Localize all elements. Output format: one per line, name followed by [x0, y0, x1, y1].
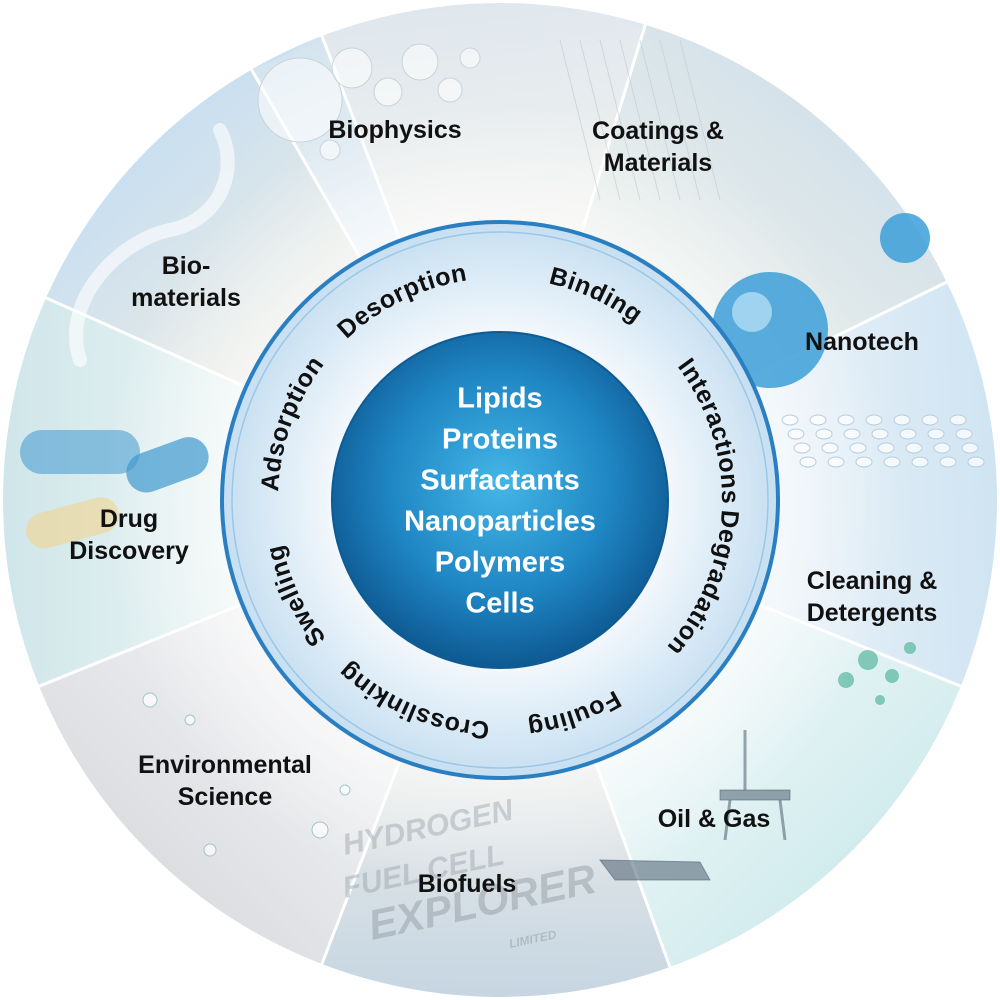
core-item-cells: Cells: [465, 588, 534, 620]
capsule-shape: [126, 437, 209, 493]
core-labels: LipidsProteinsSurfactantsNanoparticlesPo…: [404, 383, 596, 620]
ship-hull: [598, 859, 711, 881]
bubble-shape: [459, 47, 481, 69]
nanopillar-shape: [799, 456, 817, 468]
nanopillar-shape: [809, 414, 827, 426]
nanopillar-shape: [837, 414, 855, 426]
implant-tube-shape: [69, 123, 235, 367]
label-line: materials: [131, 284, 241, 312]
bubble-shape: [437, 77, 463, 103]
foam-dot-shape: [875, 695, 885, 705]
nanopillar-shape: [855, 456, 873, 468]
application-labels: Biophysics Coatings & MaterialsNanotechCle…: [69, 116, 937, 898]
nanopillar-shape: [793, 442, 811, 454]
nanopillar-shape: [961, 442, 979, 454]
rig-leg: [778, 799, 787, 841]
water-droplet-shape: [142, 692, 158, 708]
label-line: Biofuels: [418, 870, 517, 898]
label-line: Environmental: [138, 751, 312, 779]
core-item-lipids: Lipids: [457, 383, 542, 415]
water-droplet-shape: [203, 843, 217, 857]
bubble-shape: [331, 47, 373, 89]
mesh-line: [659, 39, 701, 201]
nanopillar-shape: [967, 456, 985, 468]
mesh-line: [619, 39, 661, 201]
core-item-proteins: Proteins: [442, 424, 558, 456]
foam-dot-shape: [904, 642, 916, 654]
label-oil-gas: Oil & Gas: [658, 805, 771, 833]
label-coatings: Coatings & Materials: [592, 117, 724, 177]
nanopillar-shape: [955, 428, 973, 440]
nanotech-sphere-highlight: [732, 292, 772, 332]
foam-dot-shape: [838, 672, 854, 688]
nanopillar-shape: [949, 414, 967, 426]
water-droplet-shape: [339, 784, 351, 796]
nanopillar-shape: [921, 414, 939, 426]
process-ring-inner-line: [231, 231, 769, 769]
label-line: Materials: [604, 149, 712, 177]
bubble-shape: [257, 57, 343, 143]
core-circle: [332, 332, 668, 668]
nanopillar-shape: [905, 442, 923, 454]
nanopillar-shape: [877, 442, 895, 454]
bubble-shape: [373, 77, 403, 107]
label-line: Oil & Gas: [658, 805, 771, 833]
label-line: Science: [178, 783, 273, 811]
oil-rig-silhouette: [598, 730, 791, 881]
core-item-surfactants: Surfactants: [420, 465, 580, 497]
label-line: Drug: [100, 505, 158, 533]
water-droplet-shape: [184, 714, 196, 726]
label-line: Coatings &: [592, 117, 724, 145]
label-line: Bio-: [162, 252, 211, 280]
nanopillar-shape: [899, 428, 917, 440]
label-line: Cleaning &: [807, 567, 938, 595]
label-line: Detergents: [807, 599, 938, 627]
water-droplet-shape: [311, 821, 329, 839]
label-biofuels: Biofuels: [418, 870, 517, 898]
mesh-line: [559, 39, 601, 201]
label-line: Biophysics: [328, 116, 461, 144]
nanopillar-shape: [933, 442, 951, 454]
mesh-line: [579, 39, 621, 201]
mesh-line: [679, 39, 721, 201]
nanopillar-shape: [883, 456, 901, 468]
capsule-shape: [20, 430, 140, 474]
nanopillar-shape: [821, 442, 839, 454]
label-line: Nanotech: [805, 328, 919, 356]
nanopillar-shape: [843, 428, 861, 440]
label-biophysics: Biophysics: [328, 116, 461, 144]
core-border: [331, 331, 669, 669]
foam-dot-shape: [885, 669, 899, 683]
nanopillar-shape: [939, 456, 957, 468]
nanopillar-shape: [927, 428, 945, 440]
nanopillar-shape: [787, 428, 805, 440]
bubble-shape: [319, 139, 341, 161]
core-item-nanoparticles: Nanoparticles: [404, 506, 596, 538]
capsule-shape: [25, 497, 119, 549]
nanopillar-shape: [827, 456, 845, 468]
nanotech-sphere-shape: [880, 213, 930, 263]
label-biomaterials: Bio-materials: [131, 252, 241, 312]
label-cleaning: Cleaning & Detergents: [807, 567, 938, 627]
rig-deck: [719, 789, 791, 801]
nanopillar-shape: [781, 414, 799, 426]
bubble-shape: [401, 43, 439, 81]
label-line: Discovery: [69, 537, 189, 565]
label-nanotech: Nanotech: [805, 328, 919, 356]
mesh-line: [639, 39, 681, 201]
rig-leg: [723, 799, 732, 841]
nanopillar-shape: [893, 414, 911, 426]
foam-dot-shape: [858, 650, 878, 670]
nanopillar-shape: [911, 456, 929, 468]
mesh-line: [599, 39, 641, 201]
nanopillar-shape: [849, 442, 867, 454]
nanopillar-shape: [865, 414, 883, 426]
nanopillar-shape: [815, 428, 833, 440]
core-item-polymers: Polymers: [435, 547, 566, 579]
nanopillar-shape: [871, 428, 889, 440]
